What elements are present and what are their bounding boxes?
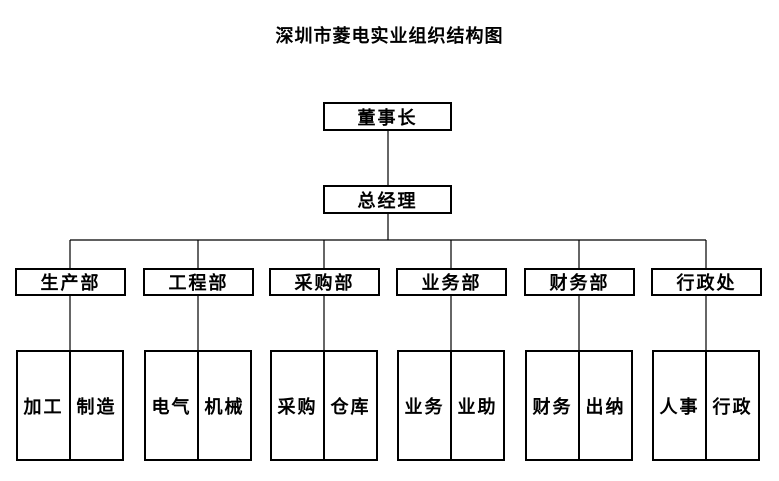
unit-hr: 人事 — [659, 396, 700, 418]
unit-mechanical: 机械 — [197, 352, 250, 459]
chart-title: 深圳市菱电实业组织结构图 — [275, 26, 504, 47]
unit-group-finance: 财务 出纳 — [525, 350, 633, 461]
unit-manufacturing: 制造 — [69, 352, 122, 459]
unit-admin: 行政 — [705, 352, 758, 459]
chairman-box: 董事长 — [323, 102, 452, 131]
unit-procurement: 采购 — [277, 396, 318, 418]
unit-group-business: 业务 业助 — [397, 350, 505, 461]
unit-warehouse: 仓库 — [323, 352, 376, 459]
dept-box-engineering: 工程部 — [143, 268, 254, 296]
dept-box-production: 生产部 — [15, 268, 126, 296]
unit-group-administration: 人事 行政 — [652, 350, 760, 461]
unit-group-purchasing: 采购 仓库 — [270, 350, 378, 461]
dept-box-purchasing: 采购部 — [269, 268, 380, 296]
unit-electrical: 电气 — [151, 396, 192, 418]
unit-sales: 业务 — [404, 396, 445, 418]
dept-box-business: 业务部 — [396, 268, 507, 296]
dept-box-finance: 财务部 — [524, 268, 635, 296]
unit-group-engineering: 电气 机械 — [144, 350, 252, 461]
unit-group-production: 加工 制造 — [16, 350, 124, 461]
unit-sales-assistant: 业助 — [450, 352, 503, 459]
general-manager-box: 总经理 — [323, 185, 452, 214]
dept-box-administration: 行政处 — [651, 268, 762, 296]
unit-cashier: 出纳 — [578, 352, 631, 459]
unit-processing: 加工 — [23, 396, 64, 418]
unit-accounting: 财务 — [532, 396, 573, 418]
